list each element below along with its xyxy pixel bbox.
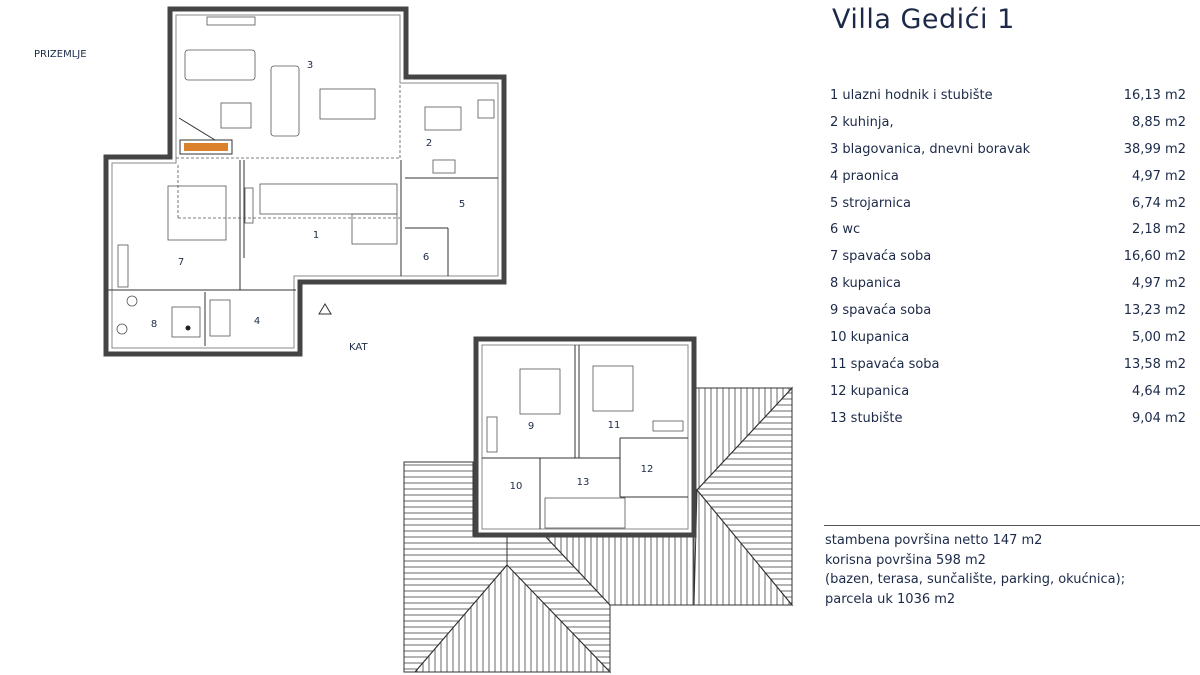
page-title: Villa Gedići 1 <box>832 4 1015 35</box>
room-10-tag: 10 <box>510 481 523 492</box>
room-area: 38,99 m2 <box>1123 141 1186 157</box>
summary-line: korisna površina 598 m2 <box>825 552 986 568</box>
room-area: 2,18 m2 <box>1131 222 1186 238</box>
room-row: 13 stubište 9,04 m2 <box>826 411 1186 438</box>
room-row: 5 strojarnica 6,74 m2 <box>826 196 1186 223</box>
room-name: 11 spavaća soba <box>830 356 940 372</box>
room-5-tag: 5 <box>459 199 465 210</box>
room-name: 4 praonica <box>830 168 899 184</box>
room-7-tag: 7 <box>178 257 184 268</box>
room-area: 5,00 m2 <box>1131 330 1186 346</box>
room-row: 1 ulazni hodnik i stubište 16,13 m2 <box>826 88 1186 115</box>
roof-plan <box>403 386 794 674</box>
room-9-tag: 9 <box>528 421 534 432</box>
room-row: 8 kupanica 4,97 m2 <box>826 276 1186 303</box>
room-area: 16,60 m2 <box>1123 249 1186 265</box>
room-name: 13 stubište <box>830 410 903 426</box>
room-area: 8,85 m2 <box>1131 114 1186 130</box>
room-12-tag: 12 <box>641 464 654 475</box>
room-11-tag: 11 <box>608 420 621 431</box>
room-2-tag: 2 <box>426 138 432 149</box>
room-name: 8 kupanica <box>830 276 901 292</box>
room-3-tag: 3 <box>307 60 313 71</box>
divider <box>824 525 1200 526</box>
room-row: 6 wc 2,18 m2 <box>826 222 1186 249</box>
room-4-tag: 4 <box>254 316 260 327</box>
room-area: 9,04 m2 <box>1131 410 1186 426</box>
room-6-tag: 6 <box>423 252 429 263</box>
room-area: 6,74 m2 <box>1131 195 1186 211</box>
room-area: 13,58 m2 <box>1123 356 1186 372</box>
ground-stairs <box>259 183 398 245</box>
room-area: 4,97 m2 <box>1131 276 1186 292</box>
room-area: 4,97 m2 <box>1131 168 1186 184</box>
room-name: 6 wc <box>830 222 861 238</box>
upper-floor-label: KAT <box>349 342 368 353</box>
room-name: 9 spavaća soba <box>830 303 932 319</box>
room-row: 2 kuhinja, 8,85 m2 <box>826 115 1186 142</box>
room-name: 12 kupanica <box>830 383 910 399</box>
ground-floor-plan: 3 2 1 5 6 7 8 4 <box>103 6 507 357</box>
room-row: 9 spavaća soba 13,23 m2 <box>826 303 1186 330</box>
room-name: 2 kuhinja, <box>830 114 894 130</box>
summary-line: parcela uk 1036 m2 <box>825 591 956 607</box>
room-name: 3 blagovanica, dnevni boravak <box>830 141 1031 157</box>
room-area-list: 1 ulazni hodnik i stubište 16,13 m2 2 kuhi… <box>826 88 1186 438</box>
room-name: 7 spavaća soba <box>830 249 932 265</box>
room-13-tag: 13 <box>577 477 590 488</box>
room-row: 3 blagovanica, dnevni boravak 38,99 m2 <box>826 142 1186 169</box>
area-summary: stambena površina netto 147 m2 korisna p… <box>825 531 1125 609</box>
room-name: 1 ulazni hodnik i stubište <box>830 88 993 103</box>
room-row: 11 spavaća soba 13,58 m2 <box>826 357 1186 384</box>
entrance-marker-icon <box>318 303 332 315</box>
upper-floor-plan: 9 11 10 13 12 <box>473 336 697 538</box>
summary-line: (bazen, terasa, sunčalište, parking, oku… <box>825 572 1126 587</box>
room-row: 4 praonica 4,97 m2 <box>826 169 1186 196</box>
room-area: 16,13 m2 <box>1123 88 1186 103</box>
room-name: 10 kupanica <box>830 330 910 346</box>
room-row: 10 kupanica 5,00 m2 <box>826 330 1186 357</box>
floor-plan: PRIZEMLJE KAT <box>34 6 794 674</box>
room-name: 5 strojarnica <box>830 195 911 211</box>
room-area: 13,23 m2 <box>1123 303 1186 319</box>
room-row: 12 kupanica 4,64 m2 <box>826 384 1186 411</box>
ground-floor-label: PRIZEMLJE <box>34 49 87 60</box>
room-8-tag: 8 <box>151 319 157 330</box>
room-1-tag: 1 <box>313 230 319 241</box>
room-area: 4,64 m2 <box>1131 383 1186 399</box>
fireplace-icon <box>184 143 228 151</box>
summary-line: stambena površina netto 147 m2 <box>825 533 1043 548</box>
room-row: 7 spavaća soba 16,60 m2 <box>826 249 1186 276</box>
